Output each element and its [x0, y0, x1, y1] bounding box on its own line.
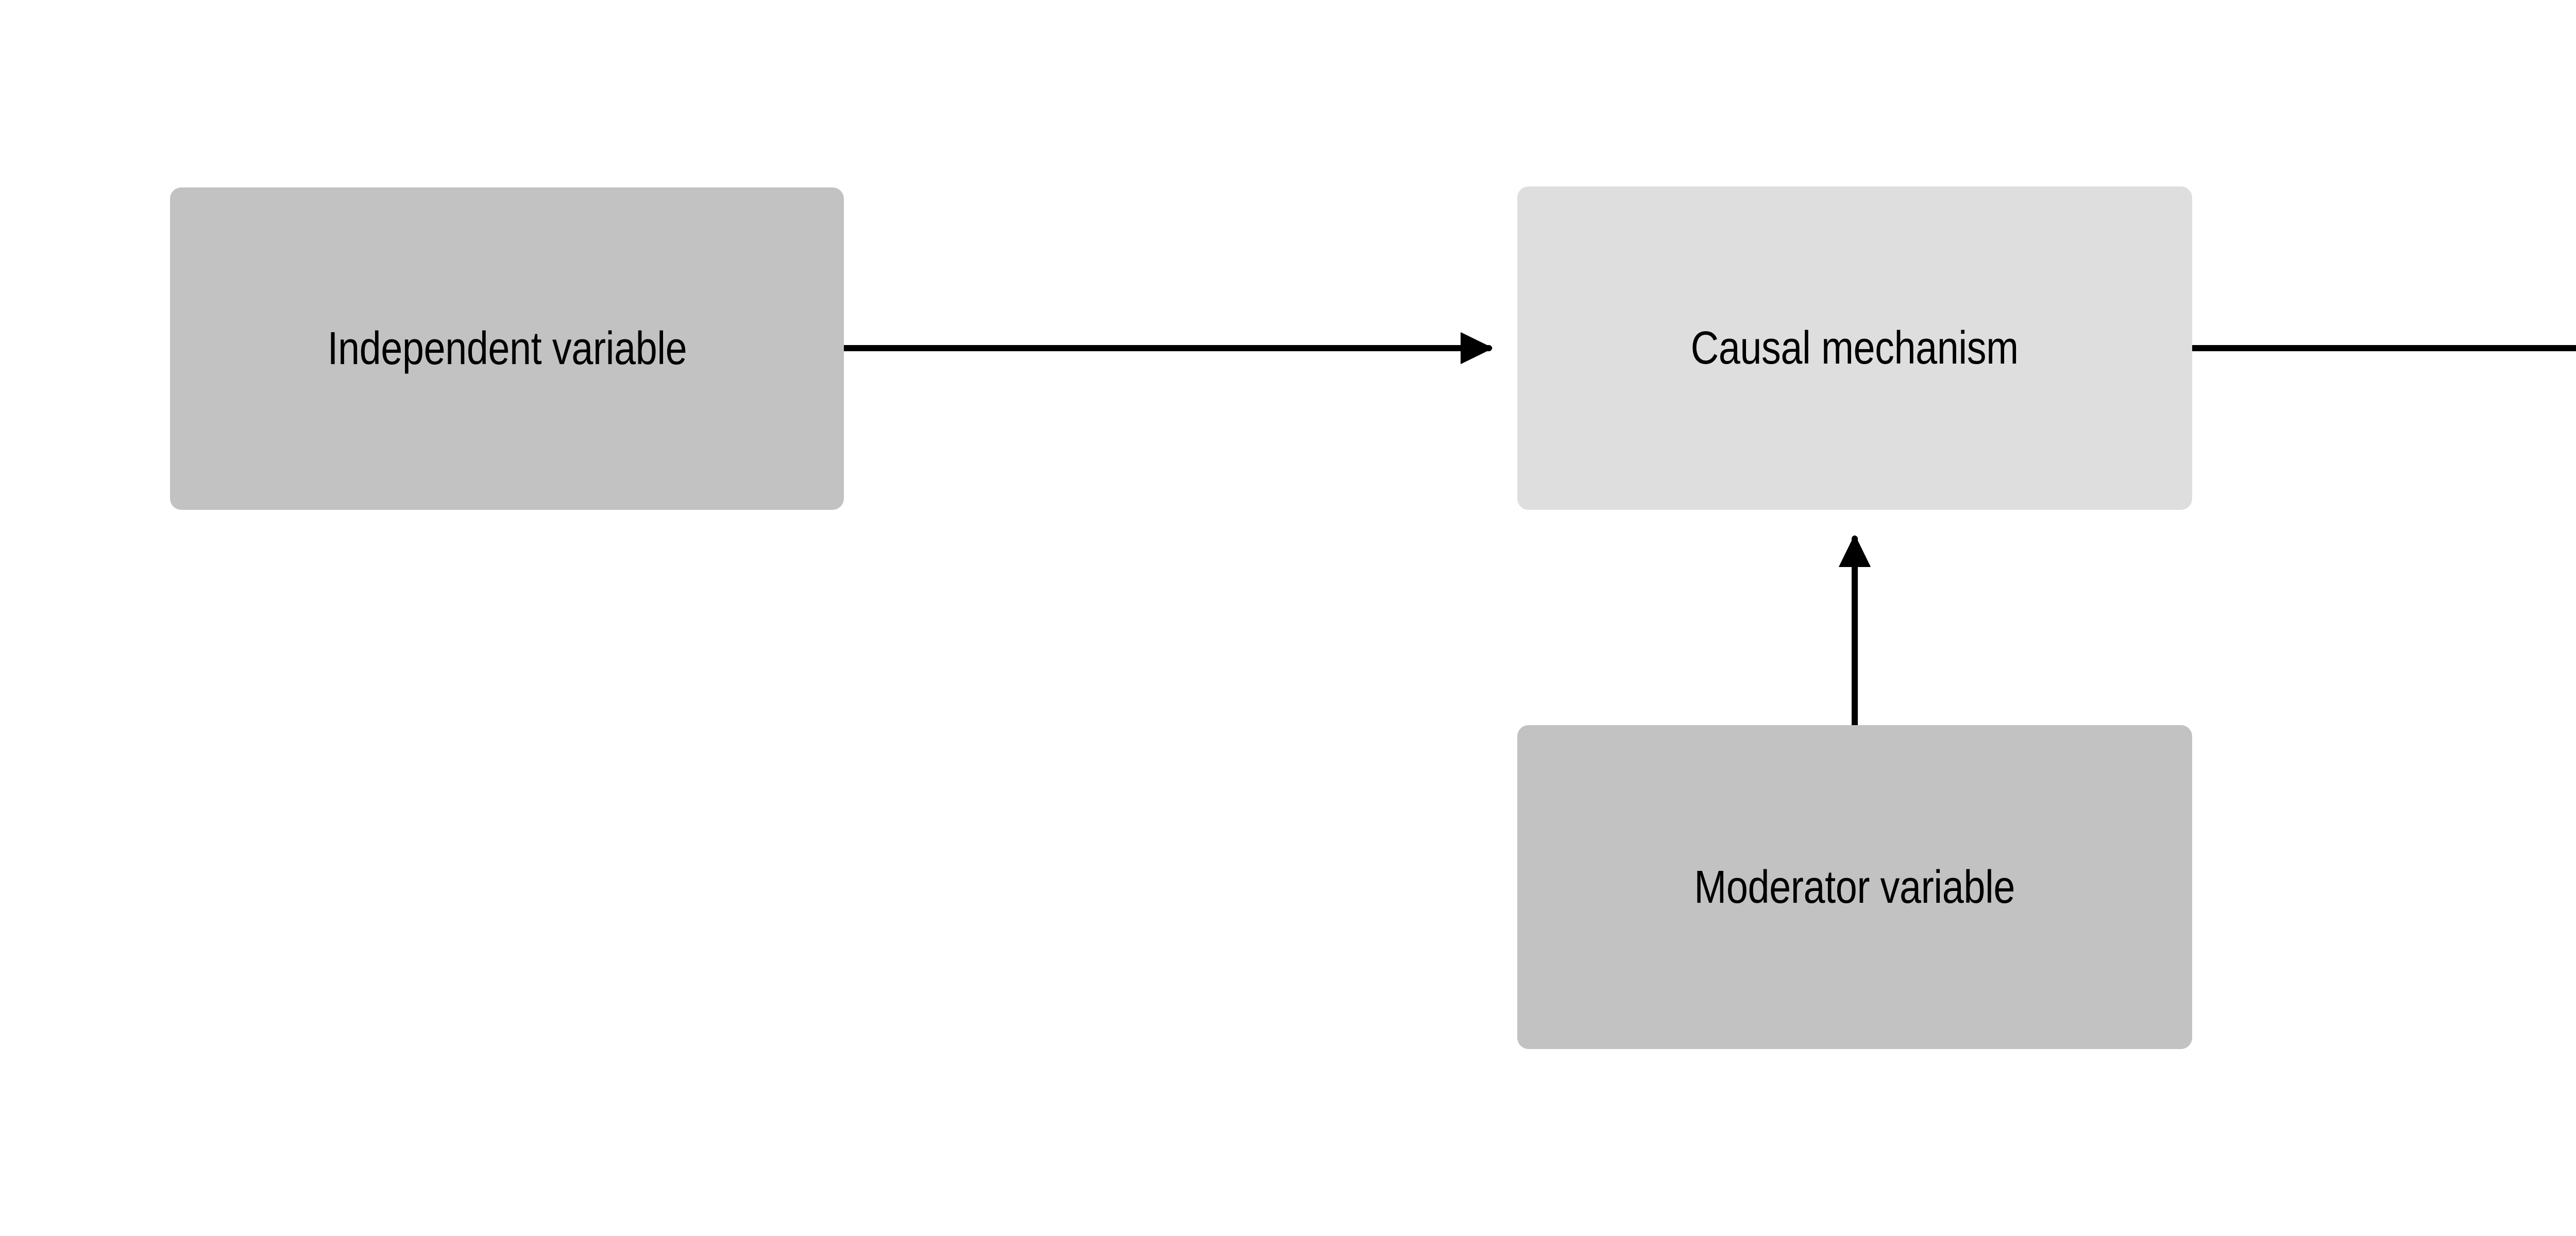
node-label-moderator-variable: Moderator variable — [1694, 861, 2015, 913]
node-label-causal-mechanism: Causal mechanism — [1690, 322, 2019, 374]
node-label-independent-variable: Independent variable — [327, 323, 687, 374]
node-moderator-variable[interactable]: Moderator variable — [1517, 725, 2192, 1049]
node-independent-variable[interactable]: Independent variable — [170, 187, 844, 510]
node-causal-mechanism[interactable]: Causal mechanism — [1517, 186, 2192, 510]
